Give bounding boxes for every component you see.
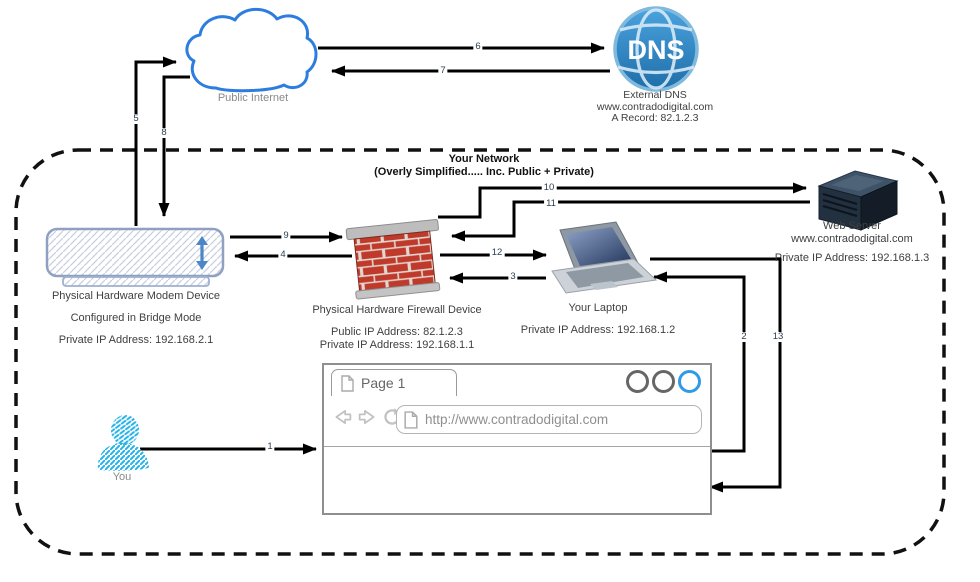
flow-line-2 xyxy=(653,271,746,453)
person-label: You xyxy=(112,471,132,483)
dns-name: External DNS xyxy=(623,89,687,101)
firewall-public-ip: Public IP Address: 82.1.2.3 xyxy=(331,326,463,338)
flow-line-13 xyxy=(650,257,782,493)
tab-label: Page 1 xyxy=(361,375,406,391)
browser-tab: Page 1 xyxy=(331,369,457,396)
window-control-circle xyxy=(652,370,675,393)
step-label-13: 13 xyxy=(770,331,786,342)
network-title: Your Network (Overly Simplified..... Inc… xyxy=(374,153,594,178)
browser-window: Page 1 http://www.contradodigital.com xyxy=(322,363,712,515)
webserver-ip: Private IP Address: 192.168.1.3 xyxy=(774,252,930,264)
flow-line-11 xyxy=(451,200,810,242)
firewall-name: Physical Hardware Firewall Device xyxy=(312,304,482,316)
modem-device-icon xyxy=(45,227,225,287)
url-bar: http://www.contradodigital.com xyxy=(396,405,702,434)
laptop-name: Your Laptop xyxy=(568,302,628,314)
cloud-label: Public Internet xyxy=(217,92,289,104)
modem-name: Physical Hardware Modem Device xyxy=(51,290,221,302)
web-server-icon xyxy=(817,170,899,231)
step-label-2: 2 xyxy=(739,331,749,342)
flow-line-5 xyxy=(134,56,177,226)
url-page-icon xyxy=(404,410,418,429)
flow-line-10 xyxy=(438,182,807,219)
step-label-10: 10 xyxy=(541,182,557,193)
firewall-icon xyxy=(345,218,441,300)
step-label-4: 4 xyxy=(278,249,288,260)
tab-page-icon xyxy=(341,374,354,392)
dns-badge-text: DNS xyxy=(627,35,684,65)
internet-cloud-icon xyxy=(185,7,318,93)
window-control-circle-active xyxy=(678,370,701,393)
step-label-8: 8 xyxy=(159,127,169,138)
bridge-updown-arrow-icon xyxy=(196,236,208,270)
modem-mode: Configured in Bridge Mode xyxy=(70,312,202,324)
webserver-name: Web Server xyxy=(823,220,881,232)
modem-caption: Physical Hardware Modem Device Configure… xyxy=(52,290,220,347)
network-boundary-border xyxy=(14,148,946,556)
step-label-11: 11 xyxy=(544,198,558,209)
modem-ip: Private IP Address: 192.168.2.1 xyxy=(58,334,214,346)
dns-domain: www.contradodigital.com xyxy=(596,100,714,113)
network-title-line1: Your Network xyxy=(448,153,520,165)
step-label-9: 9 xyxy=(281,230,291,241)
step-label-1: 1 xyxy=(265,441,275,452)
laptop-icon xyxy=(551,221,658,294)
dns-caption: External DNS www.contradodigital.com A R… xyxy=(596,89,714,125)
webserver-caption: Web Server www.contradodigital.com Priva… xyxy=(775,220,930,265)
laptop-caption: Your Laptop Private IP Address: 192.168.… xyxy=(521,302,676,337)
step-label-3: 3 xyxy=(508,271,518,282)
browser-content-divider xyxy=(324,446,710,447)
webserver-domain: www.contradodigital.com xyxy=(791,233,913,245)
step-label-5: 5 xyxy=(131,113,141,124)
forward-icon xyxy=(358,410,375,424)
dns-globe-icon: DNS xyxy=(613,6,699,92)
step-label-6: 6 xyxy=(473,41,483,52)
url-text: http://www.contradodigital.com xyxy=(425,412,609,427)
step-label-7: 7 xyxy=(438,65,448,76)
window-controls xyxy=(626,370,701,393)
flow-line-8 xyxy=(158,75,190,217)
laptop-ip: Private IP Address: 192.168.1.2 xyxy=(520,324,676,336)
person-icon xyxy=(97,415,149,471)
step-label-12: 12 xyxy=(489,247,505,258)
firewall-private-ip: Private IP Address: 192.168.1.1 xyxy=(319,339,475,351)
firewall-caption: Physical Hardware Firewall Device Public… xyxy=(312,304,481,352)
back-icon xyxy=(335,410,352,424)
network-title-line2: (Overly Simplified..... Inc. Public + Pr… xyxy=(374,165,594,178)
window-control-circle xyxy=(626,370,649,393)
browser-toolbar xyxy=(332,406,403,428)
dns-record: A Record: 82.1.2.3 xyxy=(611,112,699,124)
